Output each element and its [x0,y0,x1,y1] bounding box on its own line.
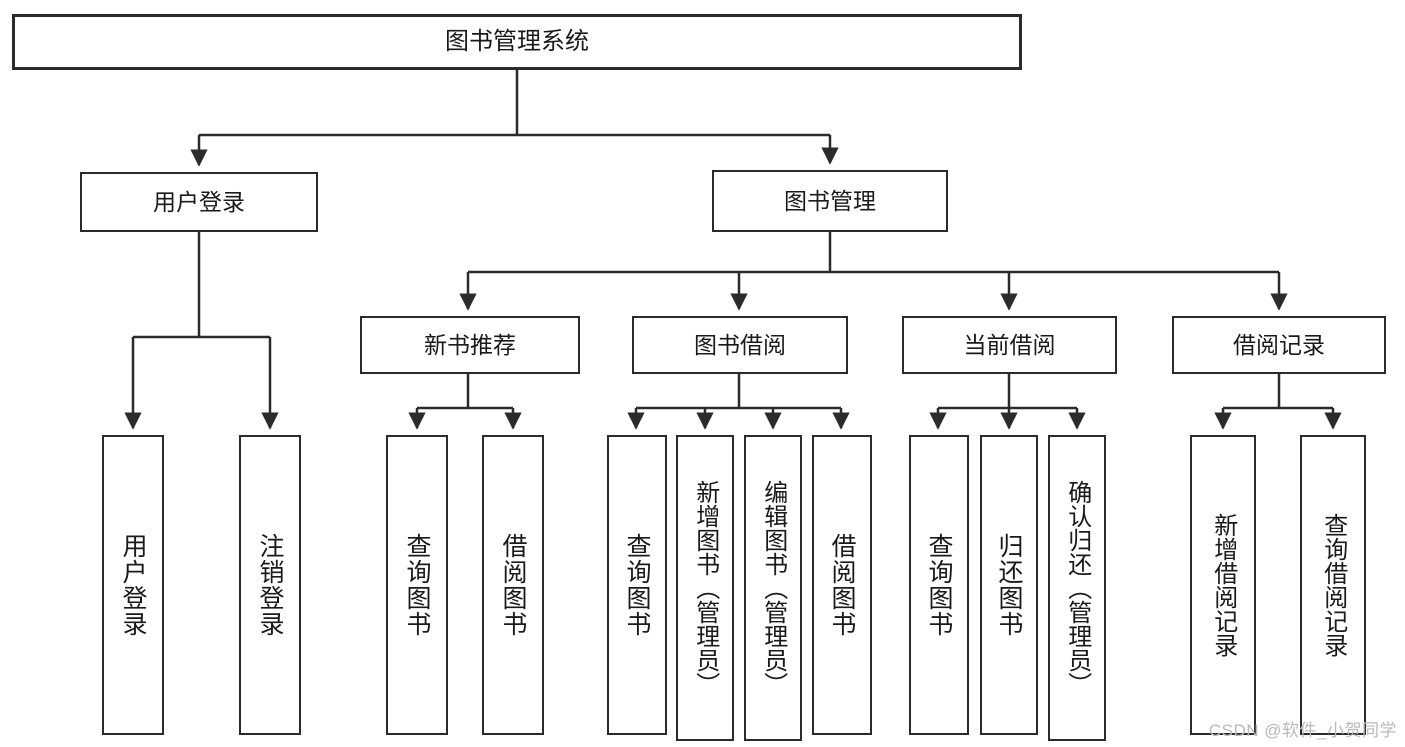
node-leaf-10-label: 确认归还（管理员） [1063,480,1091,696]
node-leaf-4-label: 查询图书 [623,533,651,637]
node-leaf-6: 编辑图书（管理员） [744,435,802,741]
node-level1-0: 用户登录 [80,172,318,232]
node-level2-1: 图书借阅 [632,316,848,374]
node-leaf-0: 用户登录 [102,435,164,735]
node-leaf-2: 查询图书 [386,435,448,735]
node-leaf-2-label: 查询图书 [403,533,431,637]
node-leaf-6-label: 编辑图书（管理员） [759,480,787,696]
node-leaf-9: 归还图书 [980,435,1038,735]
node-level2-2: 当前借阅 [902,316,1117,374]
node-leaf-11-label: 新增借阅记录 [1209,513,1237,657]
node-leaf-11: 新增借阅记录 [1190,435,1256,735]
node-level1-0-label: 用户登录 [153,188,245,215]
node-leaf-8-label: 查询图书 [925,533,953,637]
node-leaf-7: 借阅图书 [812,435,872,735]
node-leaf-3: 借阅图书 [482,435,544,735]
node-leaf-1-label: 注销登录 [256,533,284,637]
node-level2-2-label: 当前借阅 [963,331,1056,358]
node-root: 图书管理系统 [12,14,1022,70]
node-level1-1: 图书管理 [712,170,948,232]
node-level2-3: 借阅记录 [1172,316,1386,374]
node-root-label: 图书管理系统 [445,28,589,56]
node-leaf-0-label: 用户登录 [119,533,147,637]
node-level2-0: 新书推荐 [360,316,580,374]
node-leaf-7-label: 借阅图书 [828,533,856,637]
node-leaf-5: 新增图书（管理员） [676,435,734,741]
node-leaf-10: 确认归还（管理员） [1048,435,1106,741]
node-leaf-4: 查询图书 [607,435,667,735]
node-leaf-3-label: 借阅图书 [499,533,527,637]
node-level2-1-label: 图书借阅 [694,331,786,358]
node-leaf-1: 注销登录 [239,435,301,735]
node-leaf-5-label: 新增图书（管理员） [691,480,719,696]
node-level2-3-label: 借阅记录 [1233,331,1325,358]
node-level1-1-label: 图书管理 [784,187,876,214]
node-leaf-9-label: 归还图书 [995,533,1023,637]
node-leaf-8: 查询图书 [909,435,969,735]
node-leaf-12-label: 查询借阅记录 [1319,513,1347,657]
node-leaf-12: 查询借阅记录 [1300,435,1366,735]
node-level2-0-label: 新书推荐 [424,331,516,358]
csdn-watermark: CSDN @软件_小贺同学 [1208,721,1397,740]
